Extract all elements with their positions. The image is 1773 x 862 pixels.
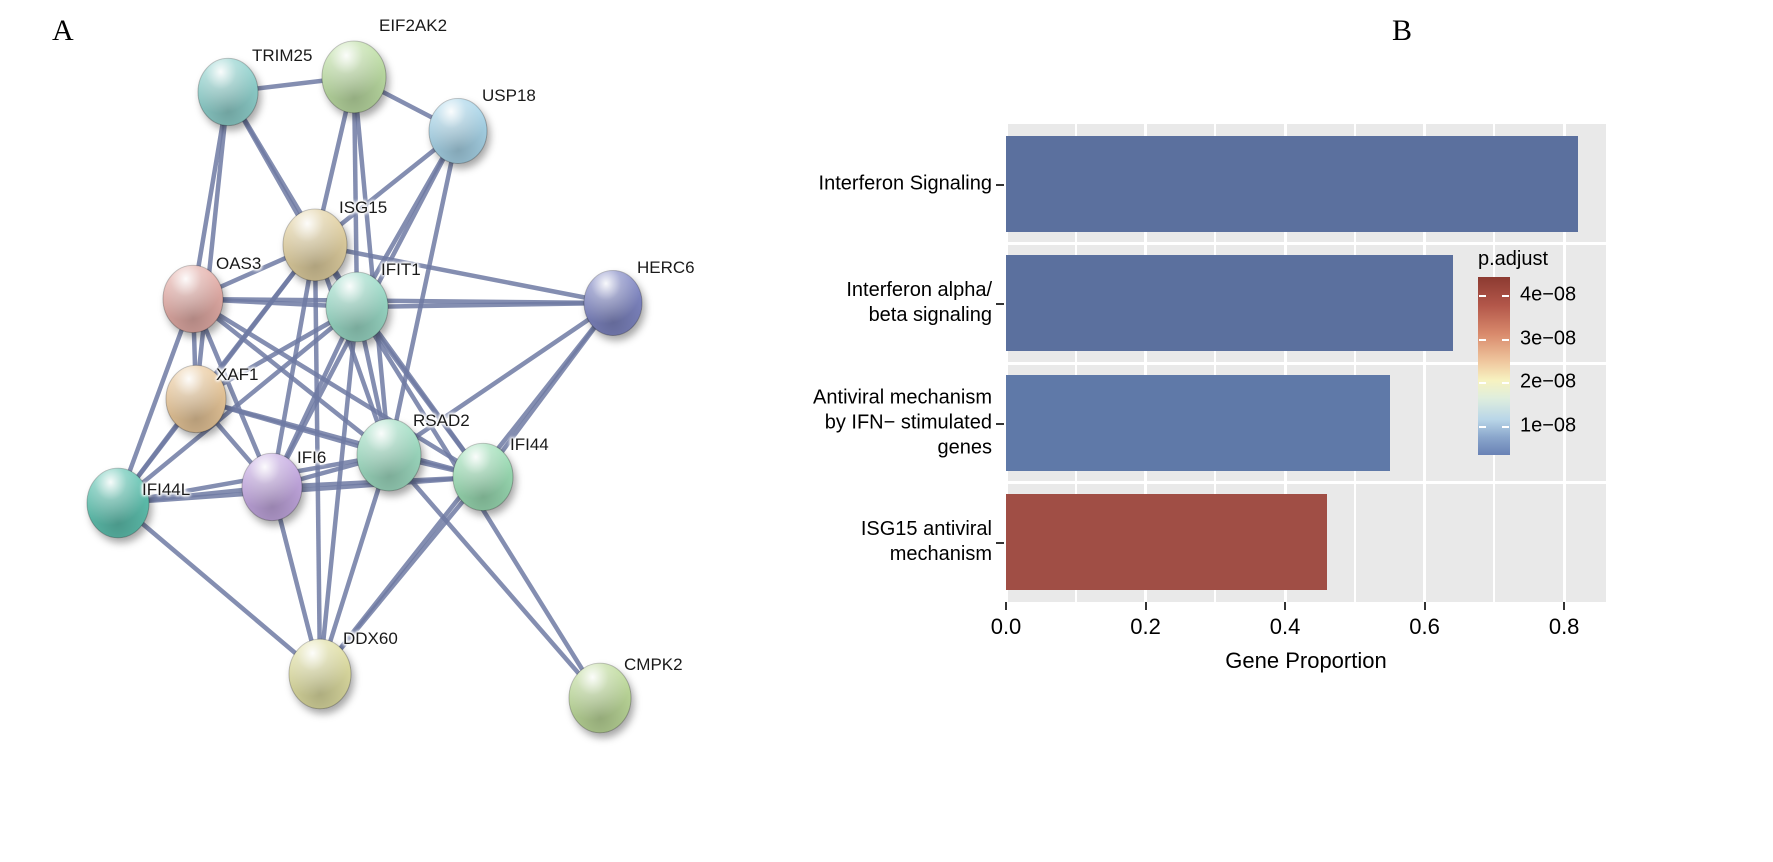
node-highlight xyxy=(326,272,388,342)
network-node[interactable] xyxy=(165,364,227,434)
node-highlight xyxy=(357,419,421,491)
plot-panel xyxy=(1004,124,1606,602)
network-edge xyxy=(191,297,391,457)
panel-a-label: A xyxy=(52,14,74,47)
network-node[interactable] xyxy=(162,264,224,334)
y-axis-label: Interferon Signaling xyxy=(818,172,992,195)
legend-p-adjust: p.adjust 4e−08 3e−08 2e−08 1e−08 xyxy=(1478,248,1658,457)
legend-tick-mark-right xyxy=(1502,426,1509,429)
legend-tick-mark-right xyxy=(1502,382,1509,385)
legend-tick-label: 1e−08 xyxy=(1520,414,1577,437)
x-axis-tick xyxy=(1423,602,1426,610)
network-nodes xyxy=(86,40,643,734)
network-edge xyxy=(190,298,275,488)
network-edge xyxy=(387,453,602,700)
legend-tick-mark-right xyxy=(1502,294,1509,297)
network-edge xyxy=(314,242,614,306)
node-highlight xyxy=(87,468,149,538)
bar[interactable] xyxy=(1006,494,1327,591)
panel-b-label: B xyxy=(1392,14,1413,47)
legend-title: p.adjust xyxy=(1478,248,1549,270)
y-axis-label: ISG15 antiviral mechanism xyxy=(860,518,992,566)
node-highlight xyxy=(242,453,302,521)
network-edge xyxy=(318,475,485,676)
network-node[interactable] xyxy=(583,270,643,336)
y-axis-label: Antiviral mechanism by IFN− stimulated g… xyxy=(813,386,992,459)
network-edge xyxy=(317,454,392,675)
network-edge xyxy=(355,305,485,479)
legend-tick-mark-left xyxy=(1479,294,1486,297)
gridline-major-y-2 xyxy=(1006,361,1606,365)
network-node[interactable] xyxy=(282,208,348,282)
network-edge xyxy=(351,76,392,456)
y-axis-label: Interferon alpha/ beta signaling xyxy=(846,279,992,327)
legend-tick-mark-left xyxy=(1479,382,1486,385)
node-highlight xyxy=(283,209,347,281)
network-edge xyxy=(312,244,323,675)
network-node[interactable] xyxy=(325,271,389,343)
legend-tick-label: 2e−08 xyxy=(1520,370,1577,393)
node-highlight xyxy=(584,270,642,336)
legend-tick-label: 4e−08 xyxy=(1520,283,1577,306)
legend-tick-mark-left xyxy=(1479,338,1486,341)
node-highlight xyxy=(569,663,631,733)
protein-interaction-network xyxy=(86,40,643,734)
network-node[interactable] xyxy=(288,638,352,710)
node-highlight xyxy=(163,265,223,333)
legend-gradient-bar xyxy=(1478,277,1510,455)
legend-colorbar-body: 4e−08 3e−08 2e−08 1e−08 xyxy=(1478,277,1658,457)
network-edge xyxy=(387,301,615,457)
network-node[interactable] xyxy=(86,467,150,539)
legend-tick-mark-left xyxy=(1479,426,1486,429)
network-node[interactable] xyxy=(321,40,387,114)
legend-tick-label: 3e−08 xyxy=(1520,327,1577,350)
x-axis-tick-label: 0.0 xyxy=(990,614,1022,639)
x-axis-tick xyxy=(1284,602,1287,610)
x-axis-tick-label: 0.8 xyxy=(1548,614,1580,639)
bar[interactable] xyxy=(1006,255,1453,352)
y-axis-tick xyxy=(996,183,1004,186)
network-edge xyxy=(116,305,359,505)
gridline-major-y-3 xyxy=(1006,481,1606,484)
x-axis-title: Gene Proportion xyxy=(1225,648,1387,673)
node-highlight xyxy=(289,639,351,709)
network-edge xyxy=(191,297,485,479)
node-highlight xyxy=(322,41,386,113)
legend-tick-mark-right xyxy=(1502,338,1509,341)
network-node[interactable] xyxy=(568,662,632,734)
network-edge xyxy=(115,298,196,504)
node-highlight xyxy=(453,443,513,511)
x-axis-tick-label: 0.2 xyxy=(1130,614,1161,639)
network-edge xyxy=(356,300,614,310)
network-edge xyxy=(269,244,318,488)
bar[interactable] xyxy=(1006,135,1579,232)
network-edge xyxy=(193,91,231,400)
y-axis-tick xyxy=(996,303,1004,306)
y-axis-tick xyxy=(996,422,1004,425)
network-edge xyxy=(317,306,360,675)
x-axis-tick-label: 0.4 xyxy=(1269,614,1301,639)
network-node[interactable] xyxy=(197,57,259,127)
gridline-major-y-1 xyxy=(1006,242,1606,245)
y-axis-tick xyxy=(996,542,1004,545)
node-highlight xyxy=(429,98,487,164)
x-axis-tick xyxy=(1563,602,1566,610)
x-axis-tick-label: 0.6 xyxy=(1409,614,1440,639)
network-node[interactable] xyxy=(428,98,488,164)
node-highlight xyxy=(198,58,258,126)
bar[interactable] xyxy=(1006,374,1390,471)
network-edge xyxy=(351,76,360,308)
network-edge xyxy=(116,501,322,676)
network-edge xyxy=(386,130,461,456)
network-node[interactable] xyxy=(356,418,422,492)
x-axis-tick xyxy=(1144,602,1147,610)
network-node[interactable] xyxy=(241,452,303,522)
x-axis-tick xyxy=(1005,602,1007,610)
node-highlight xyxy=(166,365,226,433)
network-node[interactable] xyxy=(452,442,514,512)
